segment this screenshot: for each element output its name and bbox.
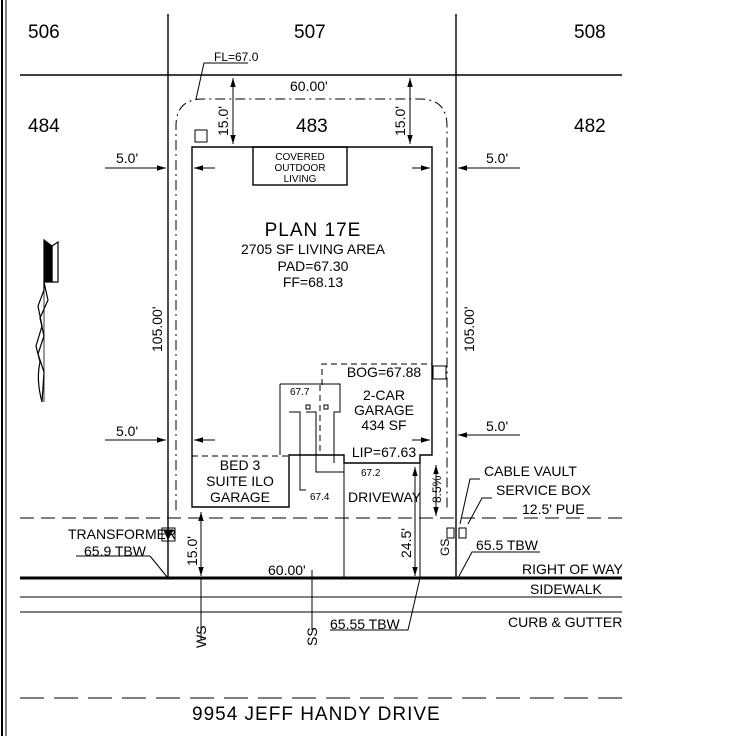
lot-lines — [20, 14, 622, 578]
svg-text:COVERED: COVERED — [275, 152, 324, 163]
drive-depth-label: 24.5' — [398, 528, 414, 558]
covered-outdoor-living — [252, 146, 348, 186]
svg-text:GARAGE: GARAGE — [354, 402, 414, 418]
cable-vault-label: CABLE VAULT — [484, 463, 577, 479]
north-arrow-icon — [35, 238, 59, 403]
pad-elevation: PAD=67.30 — [278, 258, 349, 274]
sidewalk-label: SIDEWALK — [530, 581, 602, 597]
side-setback-left-bottom: 5.0' — [116, 423, 138, 439]
plan-name: PLAN 17E — [265, 220, 362, 241]
curb-gutter-label: CURB & GUTTER — [508, 614, 622, 630]
plan-info: PLAN 17E 2705 SF LIVING AREA PAD=67.30 F… — [241, 220, 386, 290]
lip-elevation: LIP=67.63 — [352, 444, 416, 460]
driveway-label: DRIVEWAY — [348, 489, 422, 505]
cable-vault-box — [446, 527, 455, 539]
slope-label: 8.5% — [430, 475, 444, 503]
garage-info: BOG=67.88 2-CAR GARAGE 434 SF LIP=67.63 — [347, 364, 422, 460]
living-area: 2705 SF LIVING AREA — [241, 241, 386, 257]
entry-walk — [279, 383, 344, 491]
side-setback-right-top: 5.0' — [486, 150, 508, 166]
lot-numbers: 506 507 508 484 483 482 — [28, 22, 606, 137]
lot-508: 508 — [574, 22, 606, 43]
bed-3-info: BED 3 SUITE ILO GARAGE — [206, 457, 274, 505]
ff-elevation: FF=68.13 — [283, 274, 344, 290]
transformer-box — [161, 527, 176, 542]
top-width-label: 60.00' — [290, 78, 328, 94]
street-lines — [20, 576, 622, 699]
street-address: 9954 JEFF HANDY DRIVE — [192, 704, 441, 725]
lot-483: 483 — [296, 116, 328, 137]
pue-label: 12.5' PUE — [522, 501, 585, 517]
front-setback-label: 15.0' — [184, 536, 200, 566]
ss-label: SS — [304, 627, 320, 646]
lot-484: 484 — [28, 116, 60, 137]
rear-setback-left-label: 15.0' — [215, 106, 231, 136]
svg-text:GARAGE: GARAGE — [210, 489, 270, 505]
driveway — [343, 463, 421, 578]
internal-divisions — [192, 363, 432, 457]
lot-507: 507 — [294, 22, 326, 43]
spot-elevation-a: 67.7 — [290, 387, 310, 398]
side-setback-left-top: 5.0' — [116, 150, 138, 166]
depth-right-label: 105.00' — [461, 307, 477, 353]
left-margin-strip — [1, 0, 7, 736]
tbw-right-label: 65.5 TBW — [476, 537, 539, 553]
utility-boxes — [161, 527, 467, 542]
dimension-lines — [105, 78, 520, 576]
gs-label: GS — [438, 539, 452, 556]
front-width-label: 60.00' — [268, 562, 306, 578]
spot-elevation-c: 67.4 — [310, 492, 330, 503]
svg-text:SUITE ILO: SUITE ILO — [206, 473, 274, 489]
setback-line — [175, 98, 448, 510]
svg-text:2-CAR: 2-CAR — [363, 387, 405, 403]
tbw-center-label: 65.55 TBW — [330, 616, 401, 632]
ws-label: WS — [193, 625, 209, 648]
leader-lines — [76, 62, 540, 640]
svg-text:LIVING: LIVING — [284, 174, 317, 185]
svg-text:434 SF: 434 SF — [361, 417, 406, 433]
depth-left-label: 105.00' — [149, 307, 165, 353]
svg-text:BED 3: BED 3 — [220, 457, 261, 473]
spot-elevation-b: 67.2 — [361, 468, 381, 479]
service-box — [458, 527, 467, 539]
svg-text:OUTDOOR: OUTDOOR — [274, 163, 325, 174]
fl-label: FL=67.0 — [214, 50, 259, 64]
lot-506: 506 — [28, 22, 60, 43]
transformer-label: TRANSFORMER — [68, 526, 176, 542]
side-setback-right-bottom: 5.0' — [486, 418, 508, 434]
tbw-left-label: 65.9 TBW — [84, 543, 147, 559]
lot-482: 482 — [574, 116, 606, 137]
right-of-way-label: RIGHT OF WAY — [522, 561, 624, 577]
bog-elevation: BOG=67.88 — [347, 364, 422, 380]
rear-setback-right-label: 15.0' — [392, 106, 408, 136]
covered-outdoor-living-label: COVERED OUTDOOR LIVING — [274, 152, 325, 185]
service-box-label: SERVICE BOX — [496, 482, 591, 498]
